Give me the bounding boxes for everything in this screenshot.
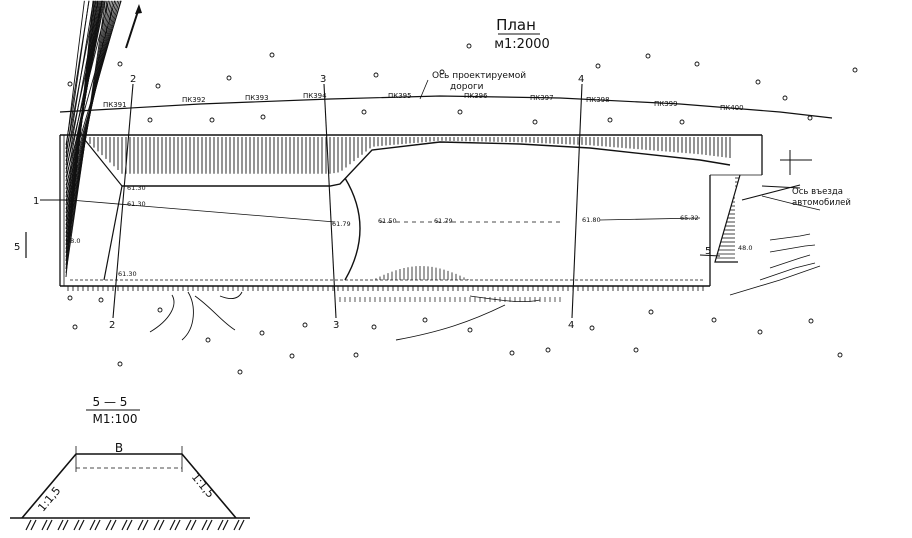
section-number: 5 [14,242,20,253]
slope-hatching-bottom [375,266,469,280]
elevation-mark: 48.0 [66,237,80,245]
entrance-axis [729,150,821,296]
road-axis-label: Ось проектируемой [432,71,526,81]
embankment-ticks [67,286,704,302]
section-number: 4 [578,74,584,85]
elevation-mark: 48.0 [738,244,752,252]
width-label: В [115,441,123,455]
elevation-mark: 61.79 [332,220,351,228]
section-number: 2 [109,320,115,331]
elevation-mark: 61.80 [582,216,601,224]
section-number: 3 [333,320,339,331]
slope-hatching-left [65,0,122,278]
terrain-contours [149,291,541,341]
section-number: 1 [33,196,39,207]
elevation-mark: 61.30 [118,270,137,278]
section-number: 3 [320,74,326,85]
picket-label: ПК393 [245,94,269,102]
picket-label: ПК395 [388,92,412,100]
section-scale: М1:100 [93,412,138,426]
north-arrow-icon [125,4,142,49]
slope-hatching-right [716,177,740,259]
section-number: 2 [130,74,136,85]
road-axis-line [59,95,833,119]
elevation-mark: 65.32 [680,214,699,222]
entrance-label: Ось въезда [792,187,843,197]
picket-label: ПК399 [654,100,678,108]
picket-label: ПК397 [530,94,554,102]
picket-label: ПК392 [182,96,206,104]
section-title: 5 — 5 [93,395,128,409]
elevation-mark: 61.30 [127,184,146,192]
road-axis-label-2: дороги [450,82,484,92]
survey-points [67,43,858,375]
elevation-mark: 61.30 [127,200,146,208]
elevation-mark: 61.79 [434,217,453,225]
picket-label: ПК398 [586,96,610,104]
slope-hatching-top [89,137,731,174]
slope-left-label: 1:1,5 [35,484,63,514]
picket-label: ПК396 [464,92,488,100]
section-lines [25,83,721,319]
ground-hatching [25,519,245,531]
cross-section-5-5: 5 — 5 М1:100 В 1:1,5 1:1,5 [10,395,250,531]
entrance-label-2: автомобилей [792,198,851,208]
elevation-mark: 61.50 [378,217,397,225]
plan-scale: м1:2000 [494,37,550,52]
section-number: 4 [568,320,574,331]
section-number: 5 [705,246,711,257]
picket-label: ПК394 [303,92,327,100]
plan-title: План [496,16,536,34]
picket-label: ПК391 [103,101,127,109]
platform-outline [59,134,763,287]
platform-centerline [69,199,701,223]
picket-label: ПК400 [720,104,744,112]
slope-right-label: 1:1,5 [189,471,217,501]
